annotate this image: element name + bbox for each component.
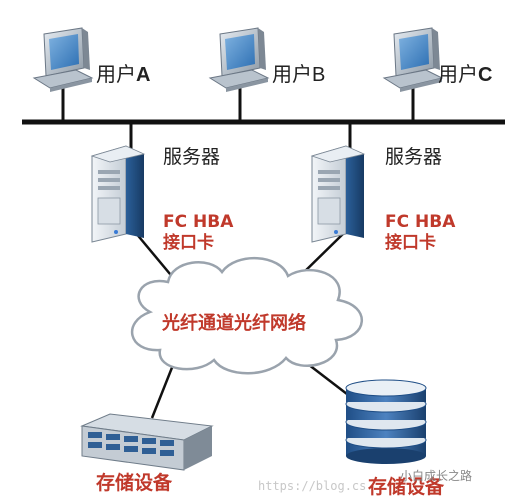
watermark-account: 小白成长之路 (400, 469, 473, 483)
fc-network-label: 光纤通道光纤网络 (162, 313, 306, 334)
storage-1-label: 存储设备 (96, 472, 173, 494)
server-1-cloud-link (134, 231, 176, 281)
user-c-computer-icon (382, 27, 444, 92)
user-c-label: 用户C (438, 64, 492, 85)
storage-2-label: 存储设备 (368, 476, 445, 498)
server-1-label: 服务器 (163, 146, 221, 168)
server-1-hba-subtitle: 接口卡 (163, 233, 214, 254)
server-2-hba-subtitle: 接口卡 (385, 233, 436, 254)
storage-2-disk-stack-icon (345, 379, 427, 464)
server-2-label: 服务器 (385, 146, 443, 168)
user-a-name: 用户 (96, 62, 136, 86)
user-a-computer-icon (32, 27, 94, 92)
fc-network-cloud-icon (130, 257, 363, 375)
server-1-hba-title: FC HBA (163, 212, 234, 232)
user-b-name: 用户 (272, 62, 312, 86)
user-b-computer-icon (208, 27, 270, 92)
user-a-suffix: A (136, 64, 151, 86)
user-c-name: 用户 (438, 62, 478, 86)
user-a-label: 用户A (96, 64, 150, 85)
cloud-storage-1-link (150, 359, 177, 419)
watermark-url: https://blog.cs (258, 479, 367, 493)
storage-1-disk-array-icon (80, 413, 214, 471)
user-b-suffix: B (312, 64, 326, 86)
user-b-label: 用户B (272, 64, 325, 85)
server-2-hba-label: FC HBA 接口卡 (385, 212, 455, 255)
user-c-suffix: C (478, 64, 493, 86)
server-1-hba-label: FC HBA 接口卡 (163, 212, 233, 255)
server-2-hba-title: FC HBA (385, 212, 456, 232)
server-1-tower-icon (90, 145, 146, 243)
server-2-tower-icon (310, 145, 366, 243)
